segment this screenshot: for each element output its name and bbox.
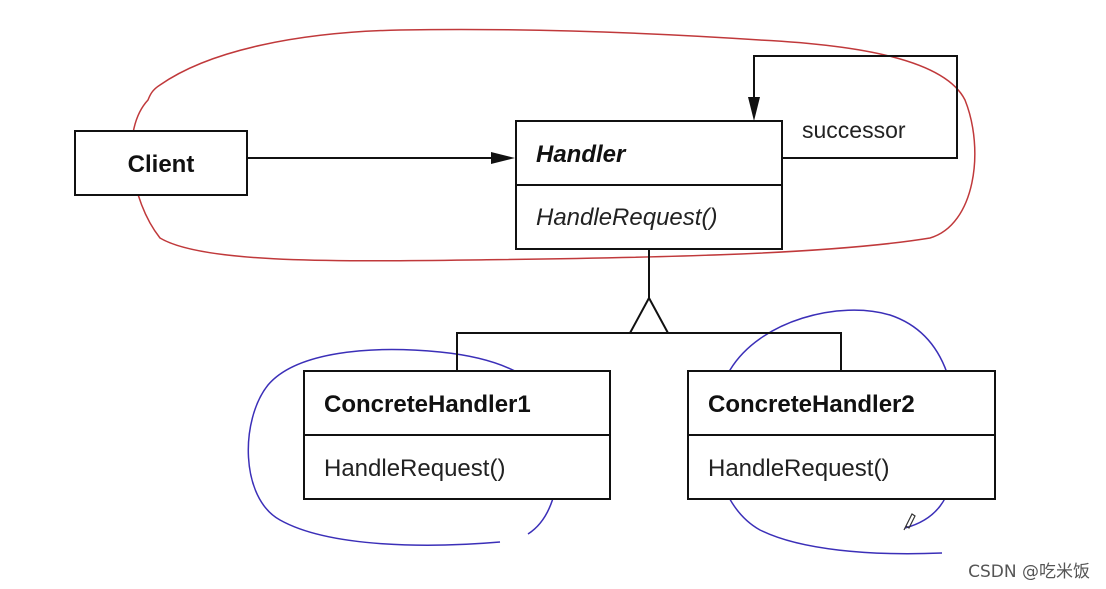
- concrete-handler-2-title: ConcreteHandler2: [708, 391, 915, 418]
- inheritance-triangle: [628, 295, 670, 334]
- inheritance-branches: [456, 332, 842, 371]
- client-handler-arrowhead: [491, 152, 515, 164]
- handler-title: Handler: [536, 141, 627, 168]
- concrete-handler-1-box: ConcreteHandler1 HandleRequest(): [303, 370, 611, 500]
- csdn-watermark: CSDN @吃米饭: [968, 562, 1090, 582]
- successor-connector: [753, 55, 958, 159]
- red-annotation-ellipse: [130, 28, 976, 262]
- handler-method: HandleRequest(): [536, 204, 717, 231]
- client-title: Client: [128, 151, 195, 178]
- concrete-handler-2-box: ConcreteHandler2 HandleRequest(): [687, 370, 996, 500]
- pencil-cursor-icon: [903, 513, 916, 531]
- handler-class-box: Handler HandleRequest(): [515, 120, 783, 250]
- concrete-handler-1-method: HandleRequest(): [324, 455, 505, 482]
- concrete-handler-1-title: ConcreteHandler1: [324, 391, 531, 418]
- successor-arrowhead: [748, 97, 760, 121]
- concrete-handler-2-method: HandleRequest(): [708, 455, 889, 482]
- successor-label: successor: [802, 117, 906, 143]
- client-class-box: Client: [74, 130, 248, 196]
